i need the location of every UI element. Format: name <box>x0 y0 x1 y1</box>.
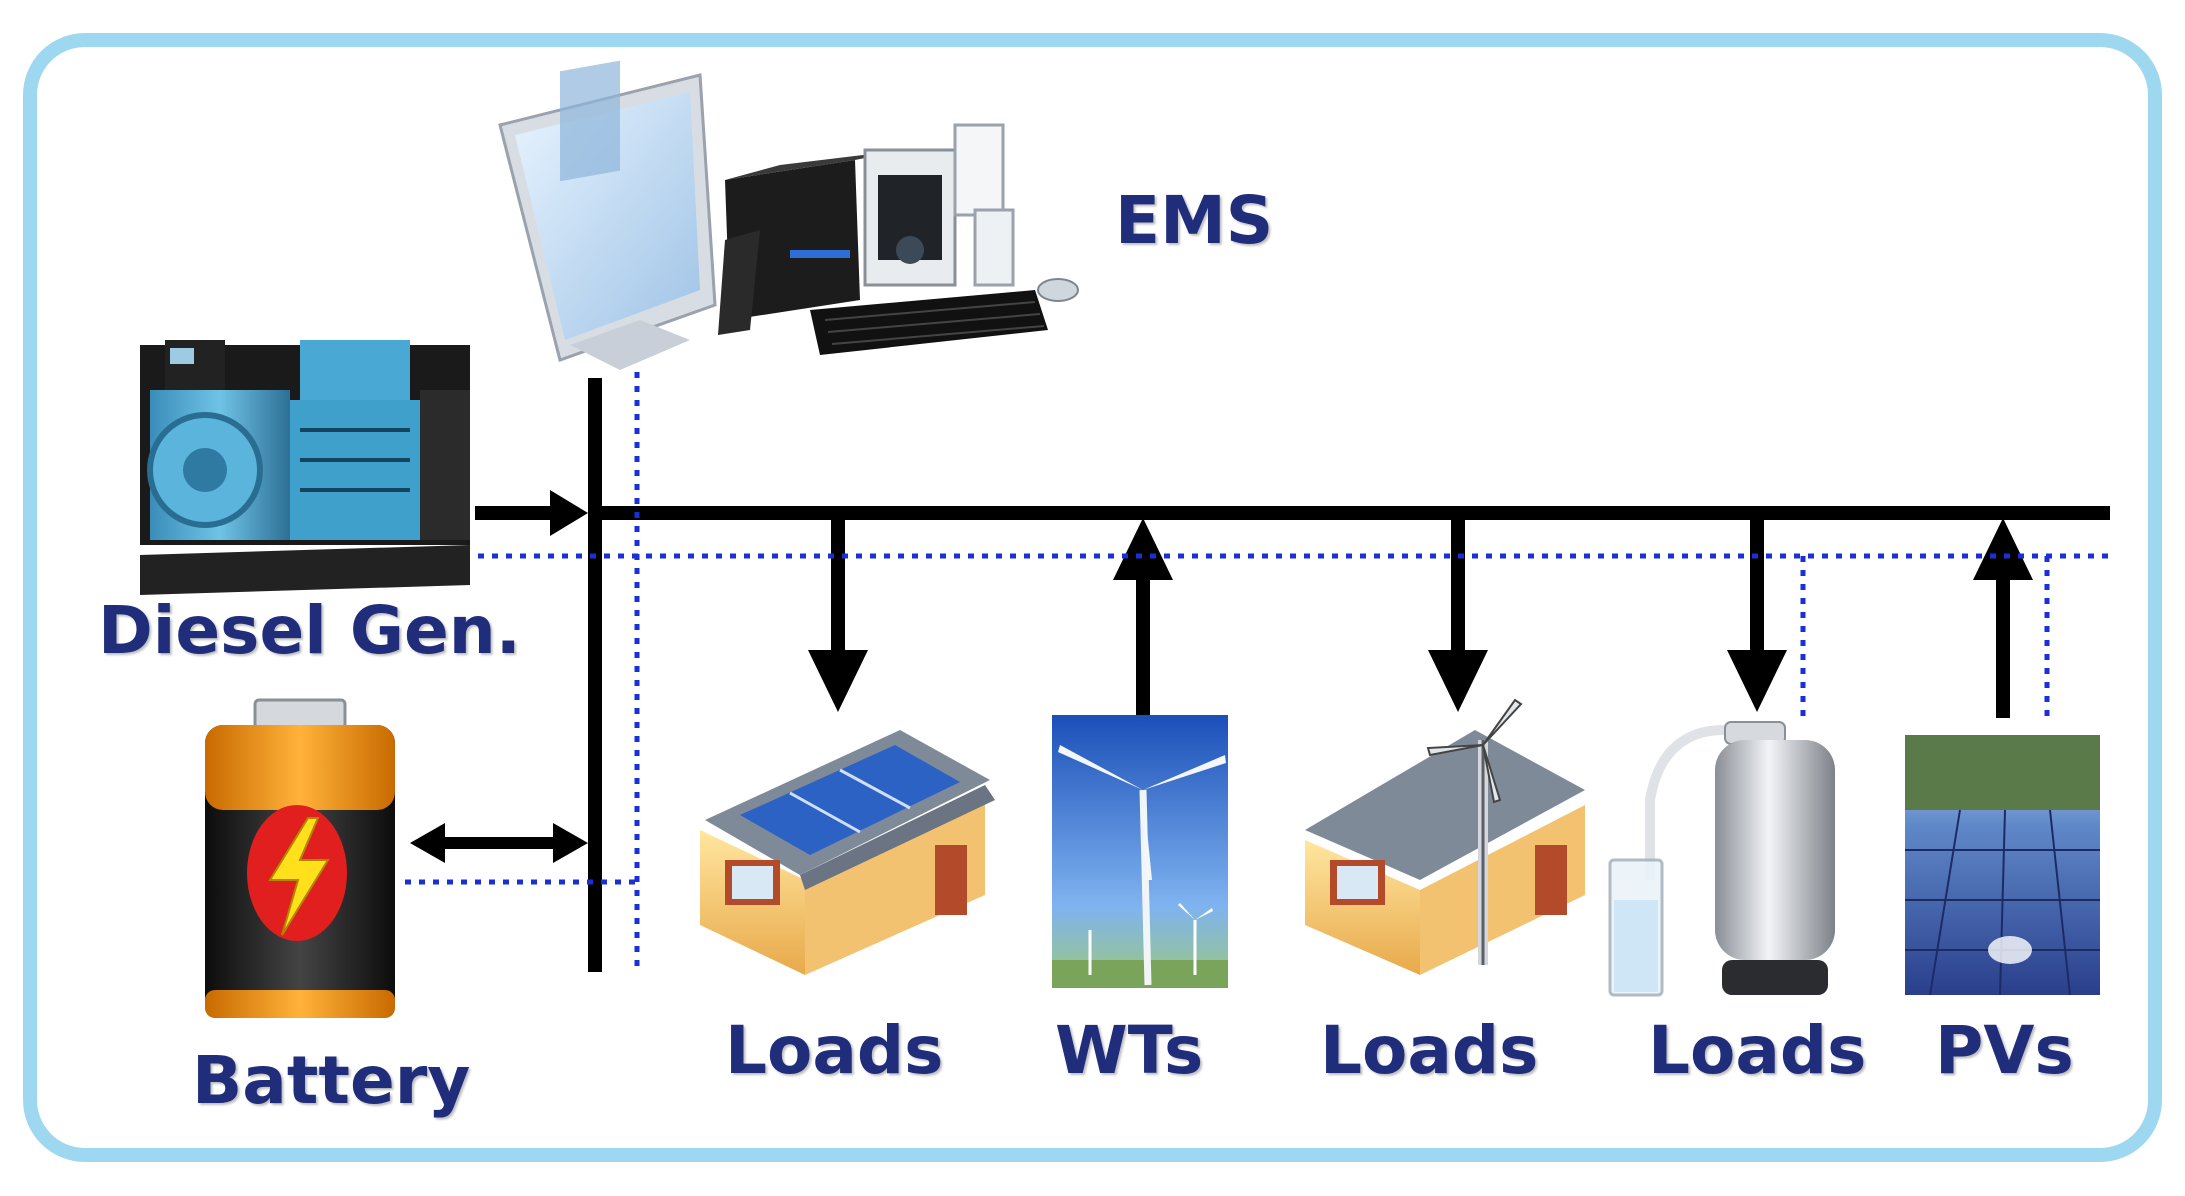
computer-workstation-icon <box>498 60 1079 370</box>
water-purifier-icon <box>1608 721 1835 997</box>
house-with-turbine-icon <box>1305 698 1585 975</box>
diesel-generator-icon <box>140 340 470 595</box>
wts-label: WTs <box>1055 1012 1204 1089</box>
pvs-label: PVs <box>1935 1012 2074 1089</box>
loads-label-1: Loads <box>725 1012 944 1089</box>
battery-label: Battery <box>192 1042 471 1119</box>
battery-icon <box>205 698 395 1018</box>
wind-turbine-photo-icon <box>1052 715 1228 988</box>
loads-label-3: Loads <box>1648 1012 1867 1089</box>
solar-house-icon <box>700 730 995 975</box>
power-bus <box>410 378 2110 972</box>
solar-panel-photo-icon <box>1905 735 2100 996</box>
communication-lines <box>405 372 2110 970</box>
ems-label: EMS <box>1115 182 1274 259</box>
loads-label-2: Loads <box>1320 1012 1539 1089</box>
diesel-gen-label: Diesel Gen. <box>98 592 521 669</box>
